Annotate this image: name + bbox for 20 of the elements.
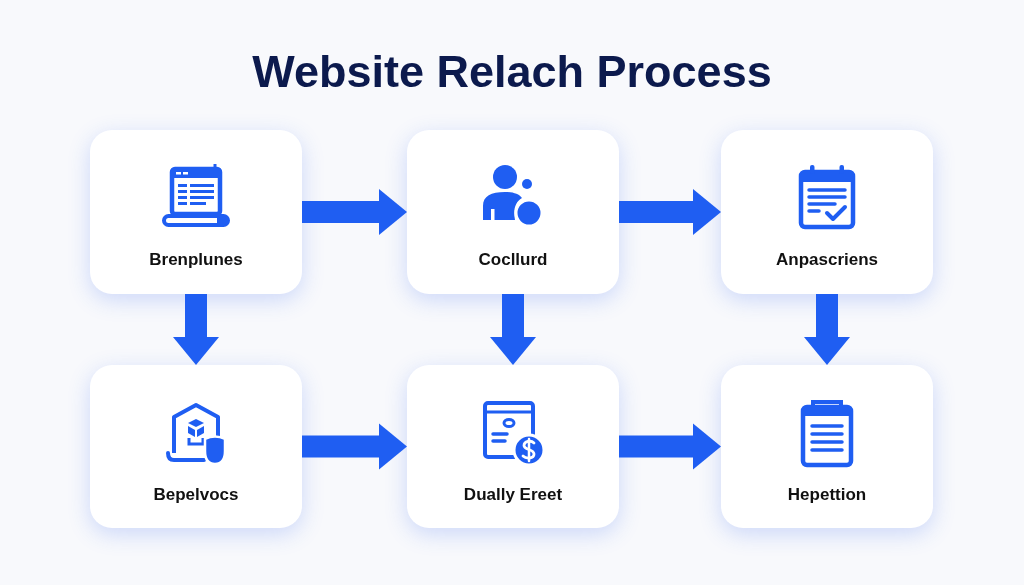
arrow: [302, 189, 407, 235]
diagram-title: Website Relach Process: [252, 46, 772, 98]
arrow: [173, 294, 219, 365]
arrow: [302, 423, 407, 470]
step-label: Anpascriens: [776, 249, 878, 271]
arrow: [804, 294, 850, 365]
step-label: Cocllurd: [478, 249, 548, 271]
step-label: Dually Ereet: [463, 484, 563, 506]
process-card: [90, 365, 302, 528]
step-label: Brenplunes: [149, 249, 243, 271]
arrow: [619, 189, 721, 235]
step-label: Bepelvocs: [153, 484, 239, 506]
process-card: [721, 365, 933, 528]
arrow: [619, 423, 721, 470]
arrow: [490, 294, 536, 365]
process-card: [721, 130, 933, 294]
process-card: [407, 365, 619, 528]
process-card: [90, 130, 302, 294]
step-label: Hepettion: [787, 484, 867, 506]
process-card: [407, 130, 619, 294]
